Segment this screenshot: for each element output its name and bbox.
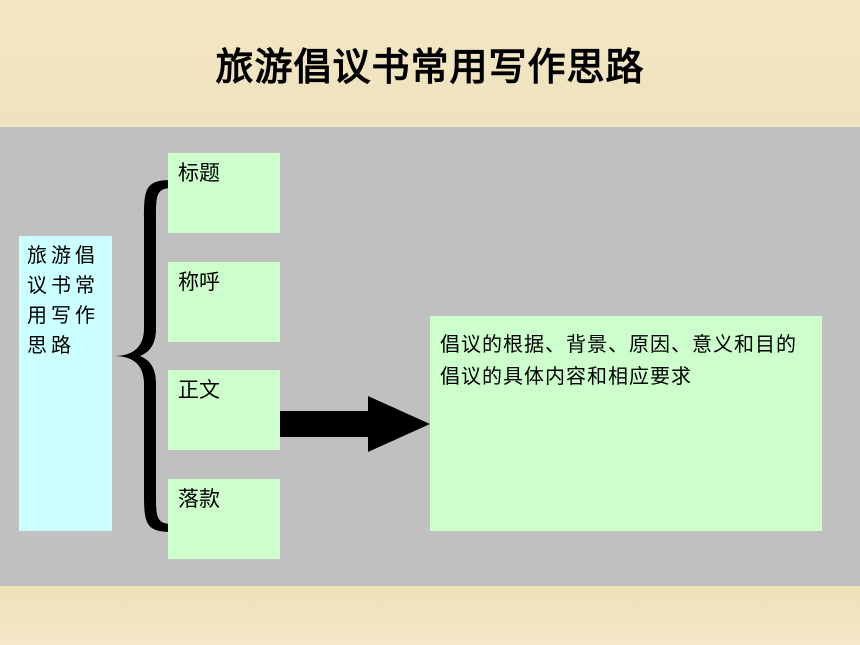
curly-brace (114, 180, 172, 532)
detail-node: 倡议的根据、背景、原因、意义和目的 倡议的具体内容和相应要求 (430, 316, 822, 531)
arrow-right-icon (280, 396, 430, 452)
root-node: 旅游倡议书常用写作思路 (19, 236, 112, 531)
item-node-salutation: 称呼 (168, 262, 280, 342)
slide-title: 旅游倡议书常用写作思路 (215, 45, 645, 89)
detail-line-2: 倡议的具体内容和相应要求 (440, 364, 692, 388)
item-node-body: 正文 (168, 370, 280, 450)
bottom-background (0, 586, 860, 645)
detail-line-1: 倡议的根据、背景、原因、意义和目的 (440, 332, 797, 356)
top-background (0, 0, 860, 127)
item-node-signature: 落款 (168, 479, 280, 559)
item-node-title: 标题 (168, 153, 280, 233)
